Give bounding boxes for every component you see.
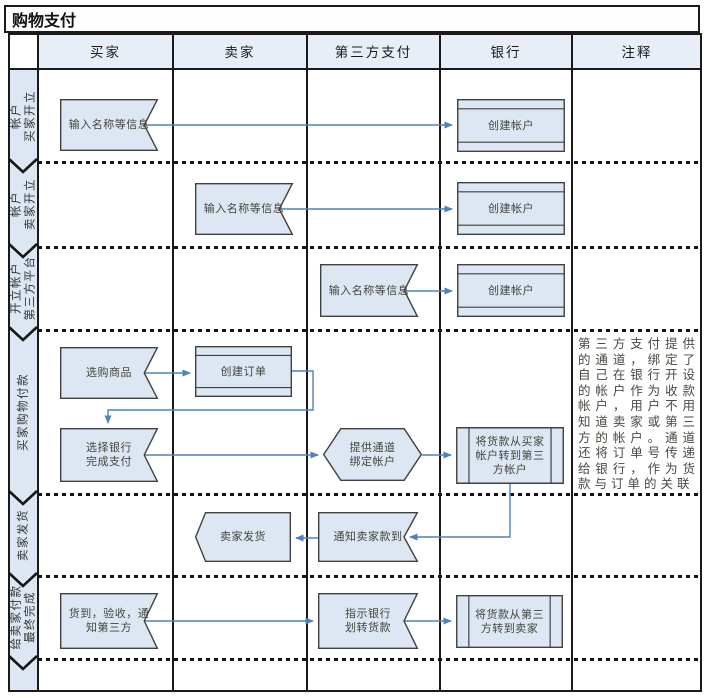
lane-label-buyer-payment: 买家购物付款 xyxy=(17,373,30,451)
subroutine-shape xyxy=(456,427,564,484)
manual-input-shape xyxy=(318,512,418,562)
lane-label-seller-ship: 卖家发货 xyxy=(17,509,30,561)
row-divider-6 xyxy=(38,658,700,661)
grid-vline-3 xyxy=(306,33,308,692)
node-seller-ship: 卖家发货 xyxy=(195,512,291,562)
process-shape xyxy=(457,99,565,152)
column-header-third-party: 第三方支付 xyxy=(334,45,413,60)
column-header-seller: 卖家 xyxy=(224,45,256,60)
subroutine-shape xyxy=(456,595,563,648)
column-header-bank: 银行 xyxy=(490,45,522,60)
node-buyer-pay-via-bank: 选择银行 完成支付 xyxy=(60,428,158,482)
node-bank-create-account-3: 创建帐户 xyxy=(457,264,565,317)
node-seller-input-info: 输入名称等信息 xyxy=(195,183,293,235)
manual-input-shape xyxy=(320,264,418,317)
process-shape xyxy=(457,264,565,317)
manual-input-shape xyxy=(60,347,158,399)
manual-input-shape xyxy=(195,183,293,235)
node-buyer-receive-confirm: 货到，验收，通 知第三方 xyxy=(60,593,158,649)
node-seller-create-order: 创建订单 xyxy=(195,346,292,397)
column-header-buyer: 买家 xyxy=(90,45,121,60)
row-divider-4 xyxy=(38,493,700,496)
grid-vline-5 xyxy=(571,33,573,692)
left-point-shape xyxy=(195,512,291,562)
row-divider-3 xyxy=(38,329,700,332)
page-title: 购物支付 xyxy=(12,13,77,30)
annotation-text: 第三方支付提供的通道，绑定了自己在银行开设的帐户作为收款帐户，用户不用知道卖家或… xyxy=(578,337,699,492)
header-bottom-line xyxy=(8,68,702,70)
grid-vline-1 xyxy=(37,33,39,692)
manual-input-shape xyxy=(60,99,158,151)
node-buyer-input-info: 输入名称等信息 xyxy=(60,99,158,151)
hexagon-shape xyxy=(323,428,422,481)
lane-label-seller-open-account: 卖家开立帐户 xyxy=(10,178,37,230)
node-bank-transfer-to-seller: 将货款从第三 方转到卖家 xyxy=(456,595,563,648)
node-thirdparty-instruct-bank: 指示银行 划转货款 xyxy=(318,593,418,649)
node-buyer-select-goods: 选购商品 xyxy=(60,347,158,399)
node-thirdparty-notify-seller: 通知卖家款到 xyxy=(318,512,418,562)
process-shape xyxy=(195,346,292,397)
node-bank-create-account-2: 创建帐户 xyxy=(457,182,565,235)
node-bank-create-account-1: 创建帐户 xyxy=(457,99,565,152)
node-thirdparty-channel: 提供通道 绑定帐户 xyxy=(323,428,422,481)
manual-input-shape xyxy=(60,428,158,482)
column-header-notes: 注释 xyxy=(621,45,653,60)
table-outer-border xyxy=(8,33,702,692)
row-divider-1 xyxy=(38,161,700,164)
lane-label-buyer-open-account: 买家开立帐户 xyxy=(10,90,37,142)
manual-input-shape xyxy=(318,593,418,649)
node-thirdparty-input-info: 输入名称等信息 xyxy=(320,264,418,317)
node-bank-transfer-to-thirdparty: 将货款从买家 帐户转到第三 方帐户 xyxy=(456,427,564,484)
manual-input-shape xyxy=(60,593,158,649)
row-divider-2 xyxy=(38,246,700,249)
header-row-background xyxy=(38,35,702,69)
process-shape xyxy=(457,182,565,235)
lane-label-platform-open-account: 第三方平台开立帐户 xyxy=(10,255,37,321)
diagram-title-bar: 购物支付 xyxy=(4,5,700,33)
row-divider-5 xyxy=(38,575,700,578)
grid-vline-2 xyxy=(172,33,174,692)
lane-label-final-pay-seller: 最终完成给卖家付款 xyxy=(10,584,37,650)
grid-vline-4 xyxy=(439,33,441,692)
